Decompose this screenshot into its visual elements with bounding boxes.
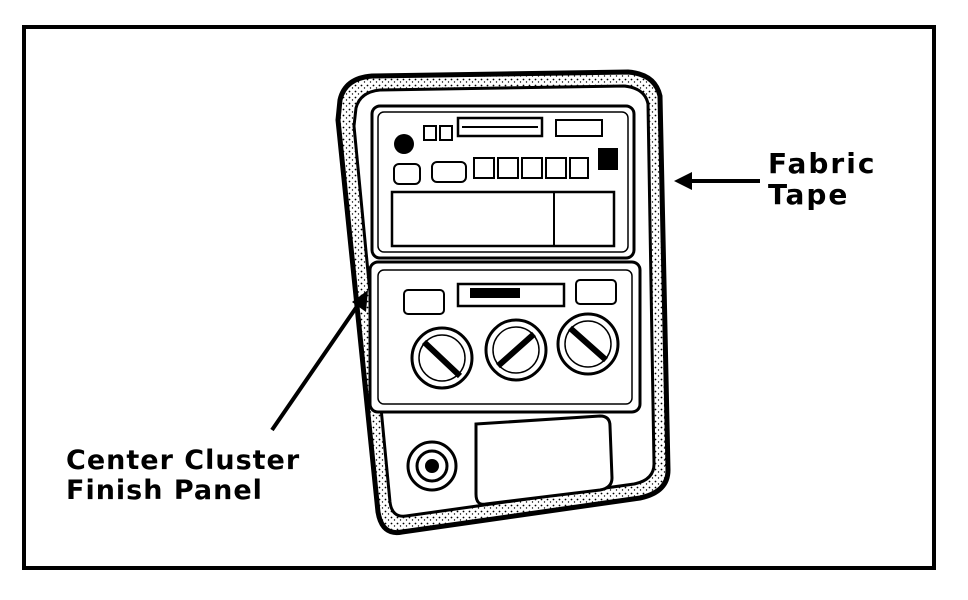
cassette-slot <box>456 116 544 138</box>
display-window <box>390 190 616 248</box>
center-cluster-label-line1: Center Cluster <box>66 445 301 476</box>
storage-pocket <box>474 414 614 506</box>
lower-console <box>406 414 614 506</box>
power-knob-icon <box>394 134 414 154</box>
center-cluster-label: Center Cluster Finish Panel <box>66 445 301 507</box>
fan-dial-icon <box>410 326 474 390</box>
fabric-tape-label-line2: Tape <box>768 178 850 212</box>
mode-dial-icon <box>556 312 620 376</box>
audio-unit <box>370 104 636 260</box>
fabric-tape-label-line1: Fabric <box>768 147 877 180</box>
fabric-tape-strip <box>647 103 667 467</box>
fabric-tape-label: Fabric Tape <box>768 148 876 211</box>
climate-control-unit <box>368 260 642 414</box>
temperature-dial-icon <box>484 318 548 382</box>
center-cluster-arrow <box>270 290 368 432</box>
fabric-tape-arrow <box>674 172 760 190</box>
figure-border <box>22 25 936 570</box>
center-cluster-label-line2: Finish Panel <box>66 475 263 507</box>
